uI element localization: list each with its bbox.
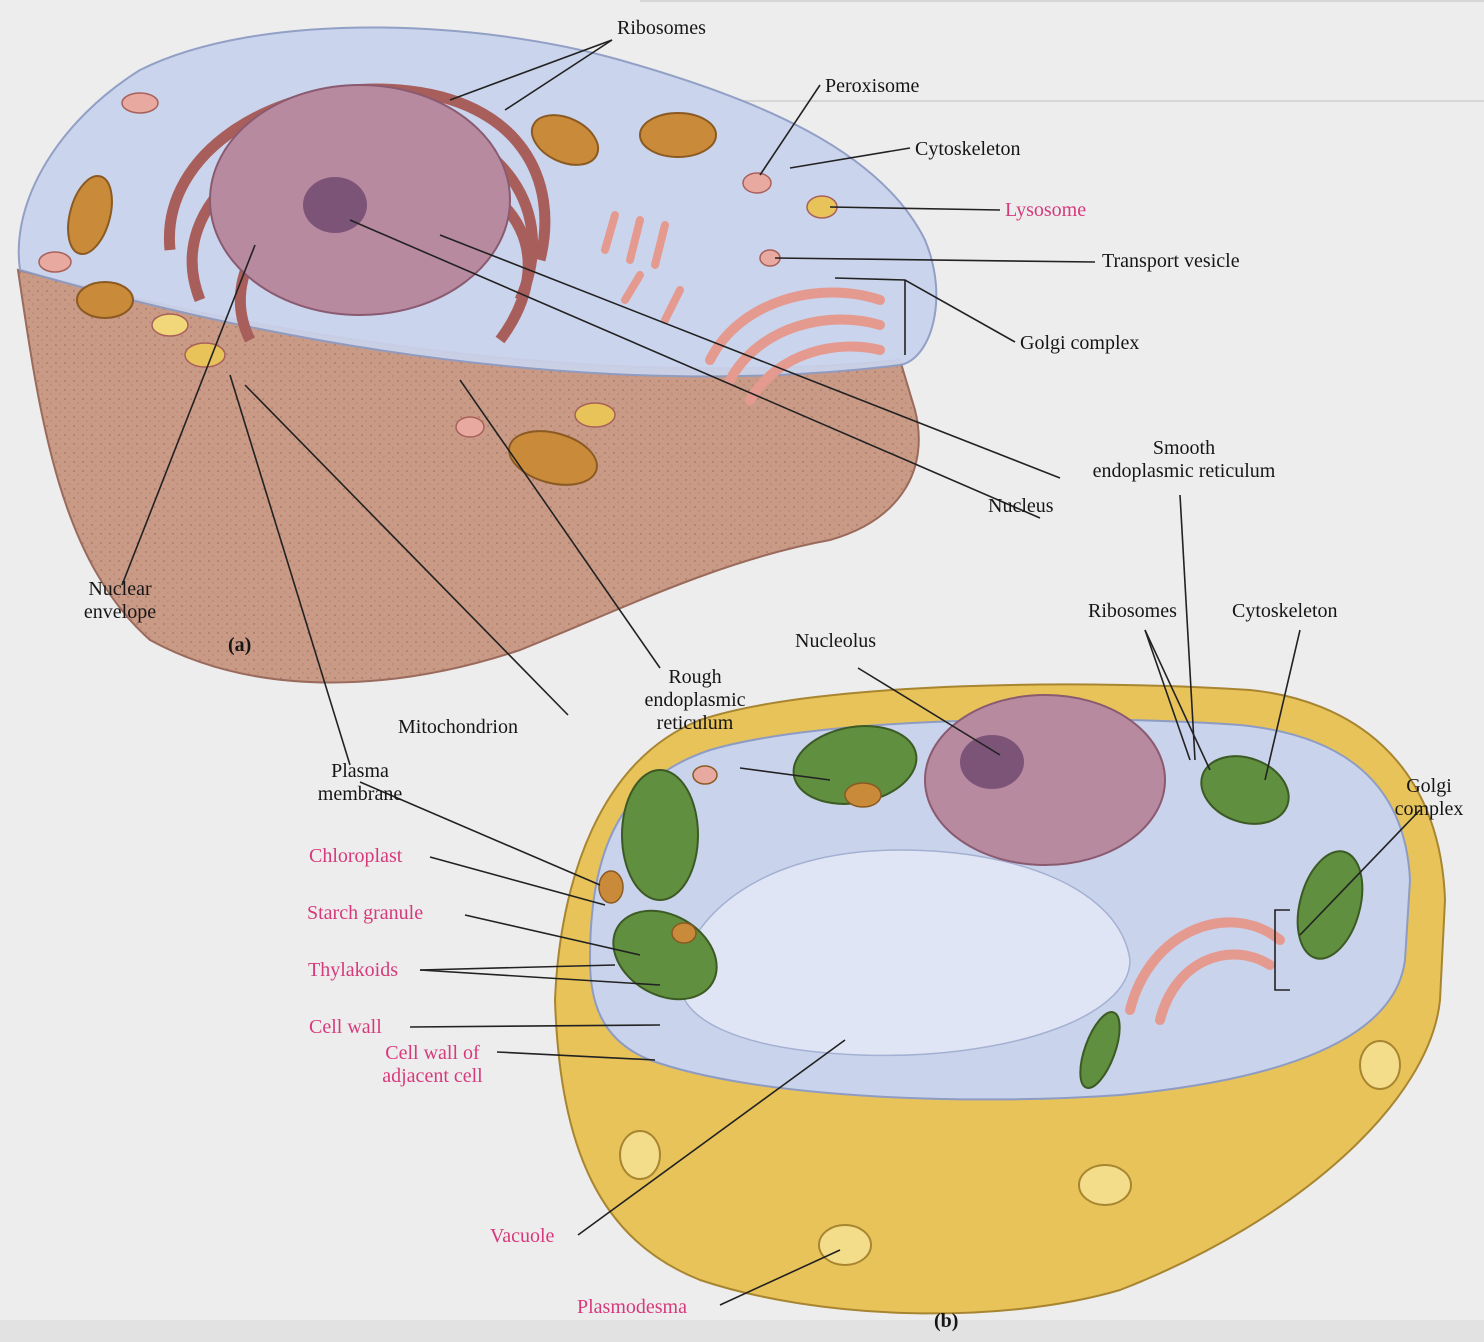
label-cell-wall-adjacent-line1: Cell wall of (385, 1042, 480, 1064)
label-smooth-er: Smooth endoplasmic reticulum (1068, 437, 1300, 483)
label-golgi-complex-b-line2: complex (1394, 798, 1464, 820)
label-golgi-complex-b-line1: Golgi (1406, 775, 1452, 797)
label-cell-wall-adjacent-line2: adjacent cell (382, 1065, 483, 1087)
label-plasmodesma: Plasmodesma (577, 1296, 687, 1318)
panel-label-b: (b) (934, 1310, 959, 1332)
label-cytoskeleton-a: Cytoskeleton (915, 138, 1021, 160)
label-plasma-membrane-line1: Plasma (331, 760, 389, 782)
label-ribosomes-b: Ribosomes (1088, 600, 1177, 622)
label-vacuole: Vacuole (490, 1225, 555, 1247)
label-rough-er-line1: Rough (668, 666, 722, 688)
label-plasma-membrane-line2: membrane (317, 783, 403, 805)
label-nucleolus: Nucleolus (795, 630, 877, 652)
label-golgi-complex-a: Golgi complex (1020, 332, 1140, 354)
label-smooth-er-line2: endoplasmic reticulum (1092, 460, 1276, 482)
label-plasma-membrane: Plasma membrane (300, 760, 420, 806)
plant-plasmodesmata (619, 1040, 1401, 1266)
panel-label-a: (a) (228, 634, 252, 656)
label-thylakoids: Thylakoids (308, 959, 398, 981)
label-nuclear-envelope-line2: envelope (83, 601, 157, 623)
label-peroxisome: Peroxisome (825, 75, 920, 97)
label-mitochondrion: Mitochondrion (398, 716, 518, 738)
animal-cytoskeleton (601, 211, 684, 324)
animal-mitochondria (67, 112, 717, 486)
animal-nucleolus (303, 177, 367, 233)
label-chloroplast: Chloroplast (309, 845, 403, 867)
label-nuclear-envelope-line1: Nuclear (88, 578, 152, 600)
label-rough-er-line3: reticulum (656, 712, 734, 734)
label-lysosome: Lysosome (1005, 199, 1087, 221)
label-golgi-complex-b: Golgi complex (1384, 775, 1474, 821)
plant-vesicles (598, 765, 882, 944)
plant-vacuole (678, 849, 1131, 1057)
label-cell-wall-adjacent: Cell wall of adjacent cell (370, 1042, 495, 1088)
label-rough-er: Rough endoplasmic reticulum (630, 666, 760, 735)
label-transport-vesicle: Transport vesicle (1102, 250, 1240, 272)
plant-cell (553, 683, 1447, 1315)
label-cell-wall: Cell wall (309, 1016, 382, 1038)
label-nucleus: Nucleus (988, 495, 1054, 517)
animal-vesicles (38, 92, 838, 438)
label-starch-granule: Starch granule (307, 902, 424, 924)
label-cytoskeleton-b: Cytoskeleton (1232, 600, 1338, 622)
label-nuclear-envelope: Nuclear envelope (70, 578, 170, 624)
label-ribosomes-a: Ribosomes (617, 17, 706, 39)
plant-nucleolus (960, 735, 1024, 789)
leader-lines (121, 39, 1421, 1306)
animal-cell (16, 26, 938, 684)
label-smooth-er-line1: Smooth (1152, 437, 1216, 459)
label-rough-er-line2: endoplasmic (644, 689, 746, 711)
animal-golgi (705, 287, 885, 405)
plant-nucleus (924, 694, 1166, 866)
plant-golgi (1125, 917, 1285, 1025)
